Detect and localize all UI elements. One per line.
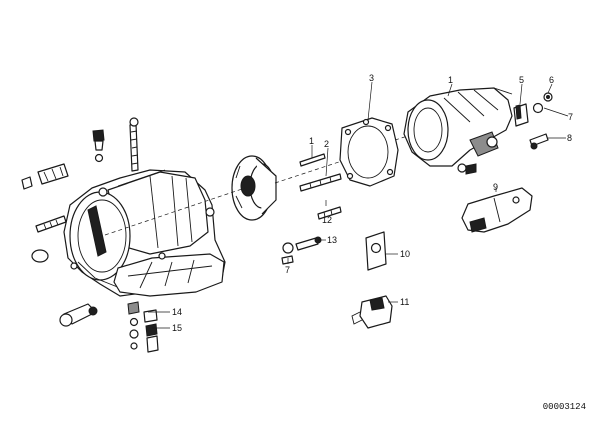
- callout-11: 11: [400, 297, 409, 307]
- screw-stack-right[interactable]: [143, 309, 159, 353]
- rubber-mount[interactable]: [351, 295, 393, 329]
- callout-5: 5: [519, 75, 524, 85]
- leader-lines: [148, 81, 569, 329]
- callout-1-mid: 1: [448, 75, 453, 85]
- callout-9: 9: [493, 182, 498, 192]
- callout-13: 13: [327, 235, 337, 245]
- gasket[interactable]: [339, 117, 399, 187]
- extension-housing[interactable]: [403, 87, 513, 167]
- transmission-housing[interactable]: [63, 169, 226, 297]
- dipstick-tube[interactable]: [129, 117, 139, 172]
- bolt-left[interactable]: [35, 215, 67, 233]
- nut-6[interactable]: [543, 92, 553, 102]
- callout-labels: 1 1 2 3 5 6 7 8 9 10 11 12 13 7 14 15: [172, 73, 573, 333]
- callout-1-top: 1: [309, 136, 314, 146]
- pin-1[interactable]: [299, 153, 326, 167]
- drain-plug[interactable]: [59, 303, 98, 327]
- callout-10: 10: [400, 249, 410, 259]
- small-plug-left[interactable]: [21, 176, 33, 190]
- seal-5[interactable]: [513, 103, 529, 127]
- callout-15: 15: [172, 323, 182, 333]
- cover-plate[interactable]: [365, 231, 387, 271]
- callout-7-left: 7: [285, 265, 290, 275]
- callout-3: 3: [369, 73, 374, 83]
- screw-12[interactable]: [317, 206, 342, 220]
- screw-stack-left[interactable]: [127, 301, 140, 350]
- stud-8[interactable]: [529, 133, 549, 150]
- callout-6: 6: [549, 75, 554, 85]
- diagram-id: 00003124: [542, 402, 586, 412]
- sensor-plug[interactable]: [457, 163, 477, 175]
- callout-8: 8: [567, 133, 572, 143]
- mount-bracket[interactable]: [461, 187, 533, 233]
- bolt-13[interactable]: [282, 236, 322, 254]
- washer-7-right[interactable]: [532, 102, 544, 114]
- pin-2[interactable]: [299, 173, 342, 192]
- o-ring-left[interactable]: [31, 249, 49, 263]
- breather-cap[interactable]: [92, 129, 105, 163]
- washer-7-left[interactable]: [281, 255, 294, 265]
- callout-12: 12: [322, 215, 332, 225]
- filter-element[interactable]: [37, 163, 69, 185]
- callout-14: 14: [172, 307, 182, 317]
- callout-2: 2: [324, 139, 329, 149]
- callout-7-right: 7: [568, 112, 573, 122]
- pump-cover[interactable]: [231, 155, 277, 221]
